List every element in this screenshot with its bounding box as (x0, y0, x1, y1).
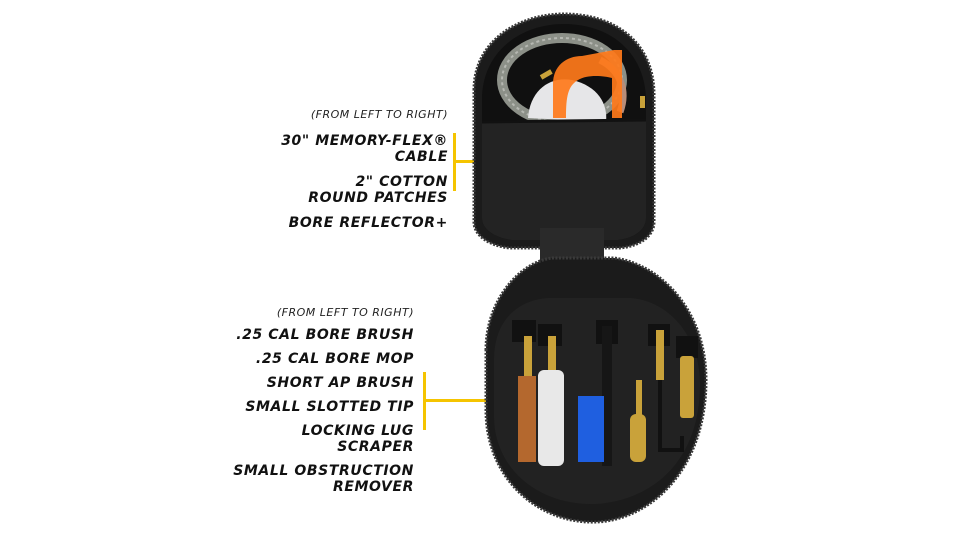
label-cotton-patches-line2: ROUND PATCHES (308, 190, 448, 206)
label-locking-lug-scraper: LOCKING LUG SCRAPER (301, 423, 414, 455)
bore-reflector (553, 50, 622, 118)
cotton-patches (528, 79, 607, 122)
bottom-callout-line (423, 399, 485, 402)
slotted-tip (630, 414, 646, 462)
label-bore-reflector: BORE REFLECTOR+ (288, 215, 448, 231)
label-obstruction-remover-line1: SMALL OBSTRUCTION (233, 463, 414, 479)
upper-lid (472, 12, 656, 250)
obstruction-remover (680, 356, 694, 418)
label-bore-brush: .25 CAL BORE BRUSH (236, 327, 414, 343)
label-cotton-patches-line1: 2" COTTON (355, 174, 448, 190)
lower-tray (484, 256, 708, 524)
label-short-ap-brush: SHORT AP BRUSH (266, 375, 414, 391)
lug-scraper (658, 380, 684, 452)
top-order-note: (FROM LEFT TO RIGHT) (310, 108, 448, 121)
ap-brush (578, 396, 604, 462)
label-small-slotted-tip: SMALL SLOTTED TIP (245, 399, 414, 415)
top-callout-group: (FROM LEFT TO RIGHT) 30" MEMORY-FLEX® CA… (236, 108, 448, 231)
bottom-order-note: (FROM LEFT TO RIGHT) (276, 306, 414, 319)
label-bore-mop: .25 CAL BORE MOP (255, 351, 414, 367)
label-obstruction-remover-line2: REMOVER (332, 479, 414, 495)
bore-brush (518, 376, 536, 462)
label-memory-flex-cable: 30" MEMORY-FLEX® CABLE (281, 133, 448, 165)
bore-mop (538, 370, 564, 466)
bottom-callout-group: (FROM LEFT TO RIGHT) .25 CAL BORE BRUSH … (226, 306, 414, 495)
